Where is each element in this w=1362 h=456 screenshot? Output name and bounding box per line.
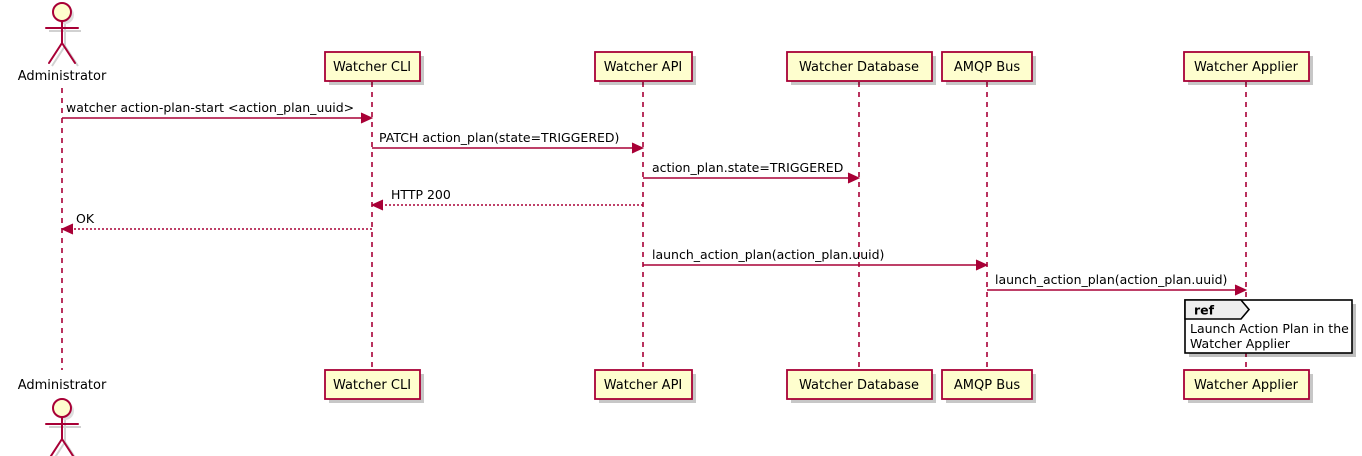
message-arrowhead-6	[975, 259, 989, 271]
participant-box-watcher-database[interactable]	[786, 51, 933, 82]
participant-label-watcher-cli: Watcher CLI	[333, 60, 411, 75]
message-label-4: HTTP 200	[391, 187, 451, 202]
participant-label-watcher-database: Watcher Database	[799, 60, 919, 75]
message-label-3: action_plan.state=TRIGGERED	[652, 160, 843, 175]
participant-box-watcher-applier[interactable]	[1183, 51, 1310, 82]
message-arrowhead-2	[631, 142, 645, 154]
participant-label-watcher-api: Watcher API	[604, 60, 683, 75]
message-label-7: launch_action_plan(action_plan.uuid)	[995, 272, 1227, 287]
participant-box-watcher-applier[interactable]	[1183, 369, 1310, 400]
participant-label-watcher-applier: Watcher Applier	[1194, 378, 1299, 393]
message-label-2: PATCH action_plan(state=TRIGGERED)	[379, 130, 619, 145]
actor-glyph-administrator[interactable]	[45, 2, 81, 67]
actor-label-administrator: Administrator	[18, 378, 107, 393]
message-3[interactable]: action_plan.state=TRIGGERED	[643, 160, 861, 184]
message-label-6: launch_action_plan(action_plan.uuid)	[652, 247, 884, 262]
message-7[interactable]: launch_action_plan(action_plan.uuid)	[987, 272, 1248, 296]
participant-label-amqp-bus: AMQP Bus	[954, 378, 1020, 393]
ref-fragment-tab-label: ref	[1194, 303, 1215, 318]
participant-label-watcher-api: Watcher API	[604, 378, 683, 393]
ref-fragment-tab	[1184, 299, 1251, 320]
actor-glyph-administrator[interactable]	[45, 398, 81, 456]
actor-leg-left	[49, 438, 63, 456]
message-1[interactable]: watcher action-plan-start <action_plan_u…	[62, 100, 374, 124]
actor-head	[52, 398, 72, 418]
message-arrowhead-7	[1234, 284, 1248, 296]
participant-box-watcher-database[interactable]	[786, 369, 933, 400]
message-5[interactable]: OK	[60, 211, 372, 235]
participant-box-watcher-api[interactable]	[594, 51, 693, 82]
participant-box-watcher-cli[interactable]	[324, 51, 421, 82]
actor-head	[52, 2, 72, 22]
message-6[interactable]: launch_action_plan(action_plan.uuid)	[643, 247, 989, 271]
message-arrowhead-3	[847, 172, 861, 184]
actor-body-shadow	[49, 420, 81, 456]
message-2[interactable]: PATCH action_plan(state=TRIGGERED)	[372, 130, 645, 154]
participant-box-watcher-cli[interactable]	[324, 369, 421, 400]
participant-label-watcher-cli: Watcher CLI	[333, 378, 411, 393]
ref-fragment-line-0: Launch Action Plan in the	[1190, 321, 1349, 336]
participant-box-watcher-api[interactable]	[594, 369, 693, 400]
actor-body-shadow	[49, 24, 81, 67]
actor-leg-right	[61, 42, 76, 64]
message-label-1: watcher action-plan-start <action_plan_u…	[66, 100, 354, 115]
message-label-5: OK	[76, 211, 95, 226]
ref-fragment-line-1: Watcher Applier	[1190, 336, 1291, 351]
participant-box-amqp-bus[interactable]	[941, 51, 1033, 82]
message-arrowhead-4	[370, 199, 384, 211]
actor-leg-left	[48, 42, 63, 64]
message-arrowhead-5	[60, 223, 74, 235]
participant-label-watcher-applier: Watcher Applier	[1194, 60, 1299, 75]
participant-label-amqp-bus: AMQP Bus	[954, 60, 1020, 75]
message-4[interactable]: HTTP 200	[370, 187, 643, 211]
actor-label-administrator: Administrator	[18, 69, 107, 84]
participant-label-watcher-database: Watcher Database	[799, 378, 919, 393]
participant-box-amqp-bus[interactable]	[941, 369, 1033, 400]
message-arrowhead-1	[360, 112, 374, 124]
